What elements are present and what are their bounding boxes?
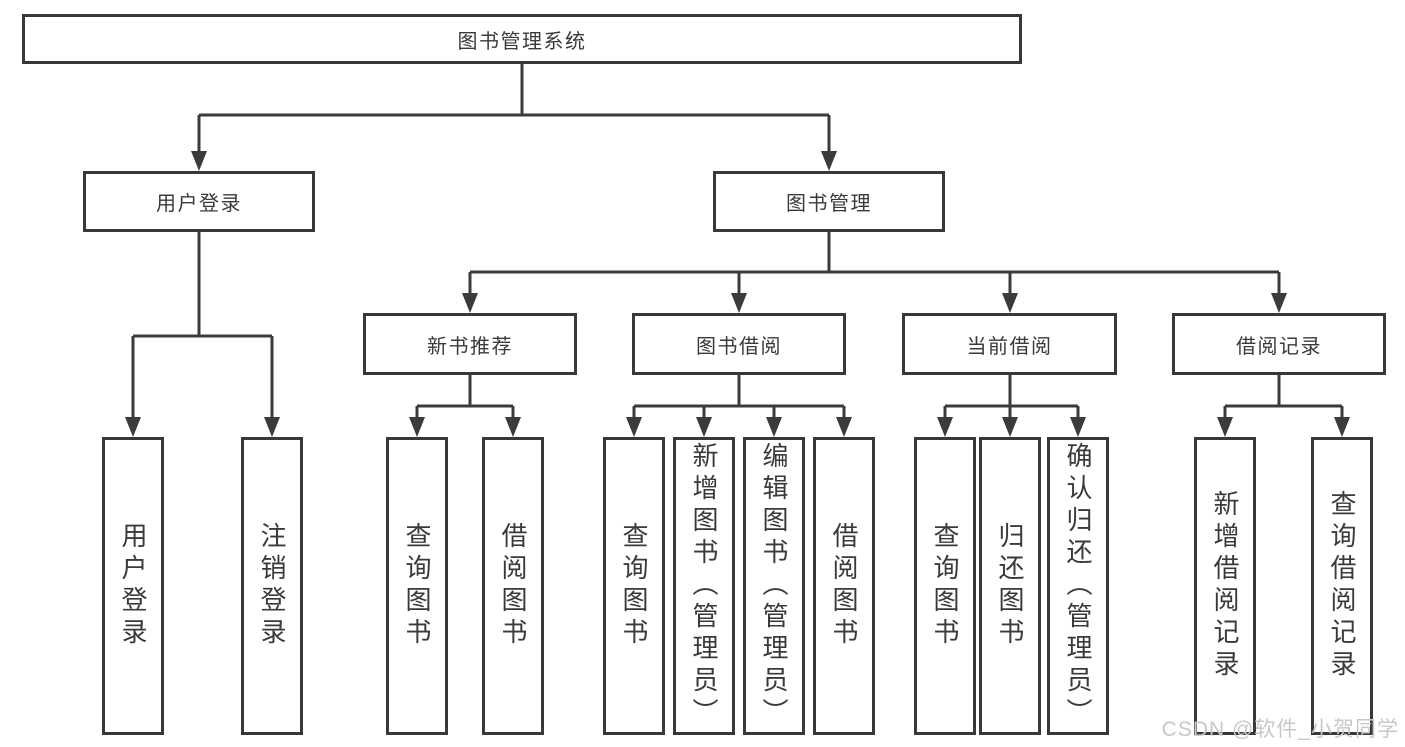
node-leaf-user-login-label: 用户登录 — [118, 522, 148, 650]
node-leaf-edit-book-admin: 编辑图书（管理员） — [743, 437, 805, 735]
node-leaf-confirm-return-admin-label: 确认归还（管理员） — [1063, 442, 1093, 730]
node-leaf-add-book-admin: 新增图书（管理员） — [673, 437, 735, 735]
node-leaf-add-borrow-record: 新增借阅记录 — [1194, 437, 1256, 735]
node-root: 图书管理系统 — [22, 14, 1022, 64]
node-current-borrow-label: 当前借阅 — [966, 335, 1053, 358]
node-leaf-borrow-books: 借阅图书 — [813, 437, 875, 735]
node-current-borrow: 当前借阅 — [902, 313, 1117, 375]
node-leaf-query-books-borrow-label: 查询图书 — [619, 522, 649, 650]
node-leaf-query-books-recommend-label: 查询图书 — [402, 522, 432, 650]
node-leaf-borrow-books-recommend: 借阅图书 — [482, 437, 544, 735]
node-leaf-borrow-books-label: 借阅图书 — [829, 522, 859, 650]
node-user-login-label: 用户登录 — [156, 193, 242, 215]
node-leaf-add-book-admin-label: 新增图书（管理员） — [689, 442, 719, 730]
node-leaf-query-books-recommend: 查询图书 — [386, 437, 448, 735]
node-book-management-label: 图书管理 — [786, 193, 872, 215]
node-new-book-recommend-label: 新书推荐 — [427, 335, 513, 358]
node-book-borrow: 图书借阅 — [632, 313, 846, 375]
node-leaf-query-books-current: 查询图书 — [914, 437, 976, 735]
node-leaf-query-borrow-record-label: 查询借阅记录 — [1327, 490, 1357, 682]
node-leaf-logout-label: 注销登录 — [257, 522, 287, 650]
node-book-borrow-label: 图书借阅 — [696, 335, 782, 358]
node-root-label: 图书管理系统 — [457, 30, 587, 53]
node-book-management: 图书管理 — [713, 171, 945, 232]
node-user-login: 用户登录 — [83, 171, 315, 232]
node-leaf-query-books-borrow: 查询图书 — [603, 437, 665, 735]
node-leaf-return-books: 归还图书 — [979, 437, 1041, 735]
node-leaf-logout: 注销登录 — [241, 437, 303, 735]
node-leaf-query-borrow-record: 查询借阅记录 — [1311, 437, 1373, 735]
node-leaf-borrow-books-recommend-label: 借阅图书 — [498, 522, 528, 650]
node-leaf-query-books-current-label: 查询图书 — [930, 522, 960, 650]
node-borrow-records: 借阅记录 — [1172, 313, 1386, 375]
node-borrow-records-label: 借阅记录 — [1236, 335, 1322, 358]
node-leaf-return-books-label: 归还图书 — [995, 522, 1025, 650]
node-leaf-user-login: 用户登录 — [102, 437, 164, 735]
node-new-book-recommend: 新书推荐 — [363, 313, 577, 375]
node-leaf-edit-book-admin-label: 编辑图书（管理员） — [759, 442, 789, 730]
node-leaf-confirm-return-admin: 确认归还（管理员） — [1047, 437, 1109, 735]
node-leaf-add-borrow-record-label: 新增借阅记录 — [1210, 490, 1240, 682]
